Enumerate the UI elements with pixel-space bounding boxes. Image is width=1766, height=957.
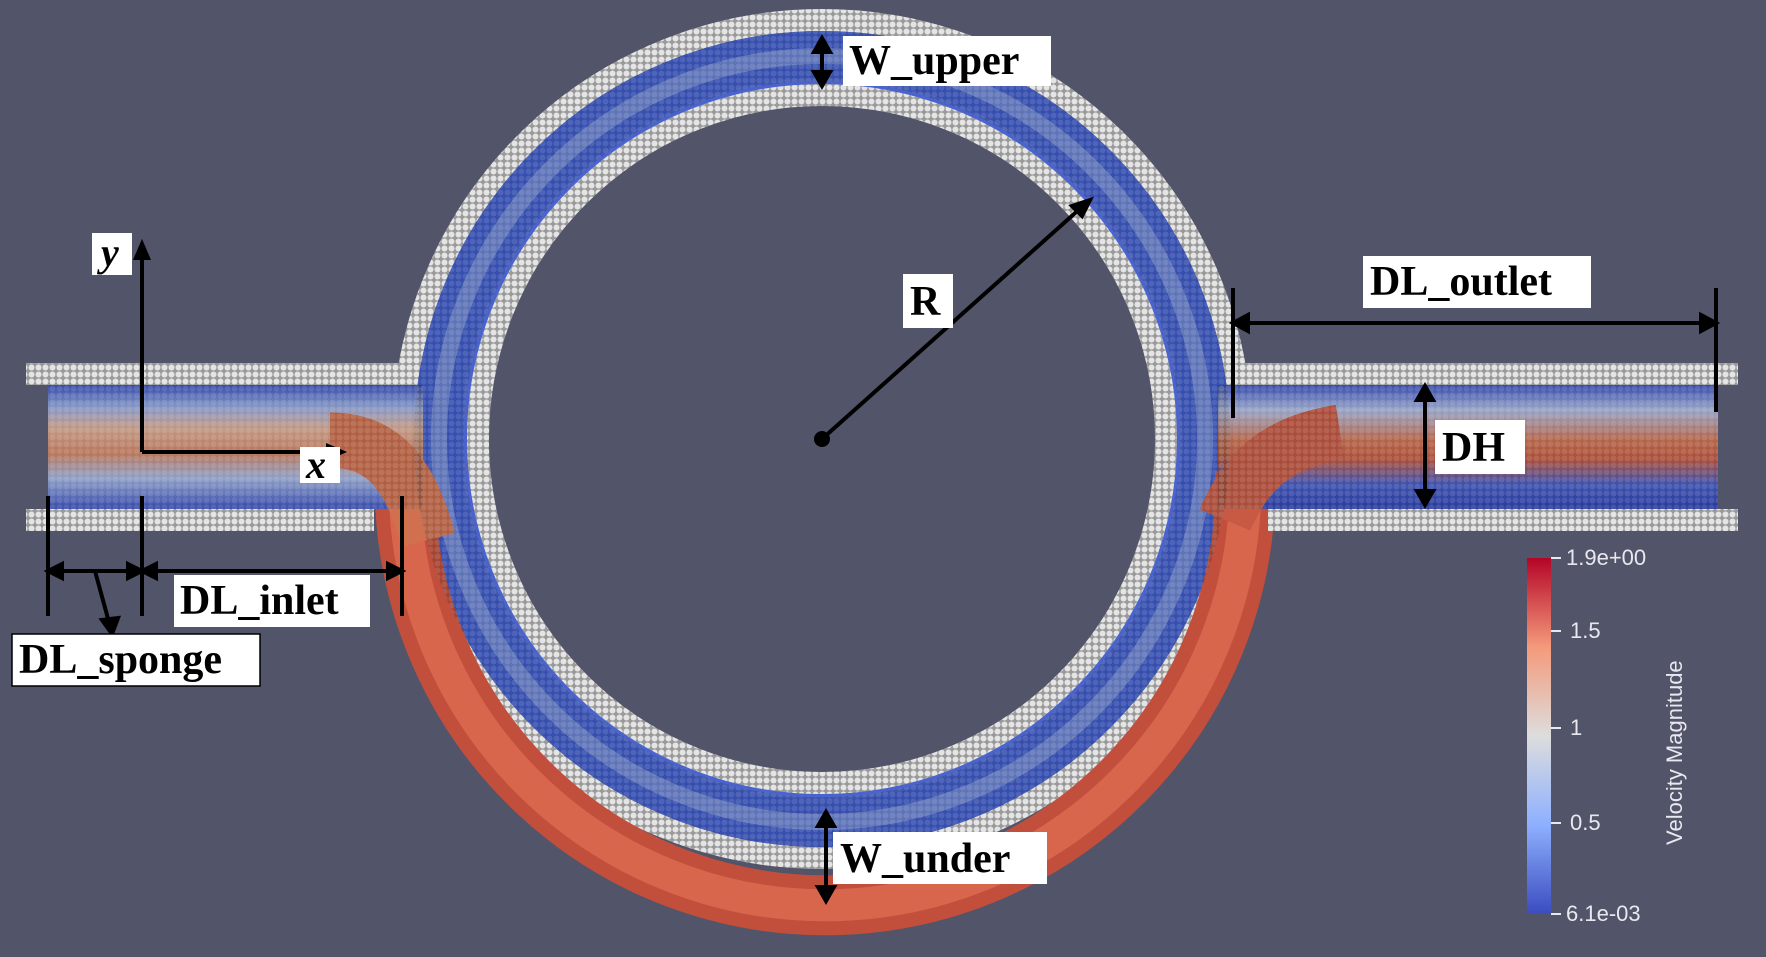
outlet-upper-wall xyxy=(1235,363,1738,385)
dl-outlet-label: DL_outlet xyxy=(1370,259,1552,305)
colorbar-tick-1: 1 xyxy=(1570,715,1582,740)
colorbar-tick-max: 1.9e+00 xyxy=(1566,545,1646,570)
y-axis-label: y xyxy=(97,230,119,275)
w-under-label: W_under xyxy=(840,836,1010,882)
colorbar-tick-1-5: 1.5 xyxy=(1570,618,1601,643)
colorbar-title: Velocity Magnitude xyxy=(1662,660,1687,845)
dh-label: DH xyxy=(1442,425,1505,471)
w-upper-label: W_upper xyxy=(849,38,1019,84)
outlet-lower-wall xyxy=(1268,509,1738,531)
x-axis-label: x xyxy=(305,442,326,487)
dl-inlet-label: DL_inlet xyxy=(180,578,339,624)
center-point xyxy=(814,431,830,447)
dl-sponge-label: DL_sponge xyxy=(19,637,222,683)
colorbar xyxy=(1527,558,1551,914)
dl-sponge-leader xyxy=(93,570,112,627)
inlet-upper-wall xyxy=(26,363,414,385)
colorbar-tick-min: 6.1e-03 xyxy=(1566,901,1641,926)
inlet-lower-wall xyxy=(26,509,374,531)
radius-label: R xyxy=(910,279,941,325)
colorbar-tick-0-5: 0.5 xyxy=(1570,810,1601,835)
inner-wall-ring xyxy=(465,82,1179,796)
